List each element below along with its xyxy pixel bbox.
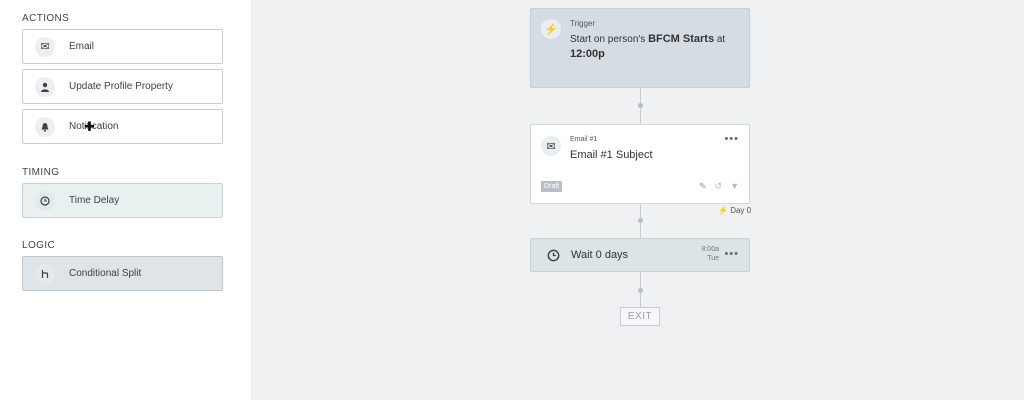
sidebar-item-email[interactable]: ✉ Email xyxy=(22,29,223,64)
sidebar-item-conditional-split[interactable]: Conditional Split xyxy=(22,256,223,291)
sidebar-item-update-profile-property[interactable]: Update Profile Property xyxy=(22,69,223,104)
sidebar-item-label: Conditional Split xyxy=(69,268,142,279)
person-icon xyxy=(35,76,55,97)
sidebar-item-label: Update Profile Property xyxy=(69,81,173,92)
sidebar: ACTIONS ✉ Email Update Profile Property … xyxy=(0,0,252,400)
trigger-label: Trigger xyxy=(570,19,596,28)
actions-section-title: ACTIONS xyxy=(22,13,70,24)
connector-dot[interactable] xyxy=(638,288,643,293)
move-cursor-icon: ✚ xyxy=(84,119,95,134)
smart-sending-icon[interactable]: ↺ xyxy=(714,181,723,191)
email-card-icons: ✎ ↺ ▼ xyxy=(699,181,739,192)
timing-section-title: TIMING xyxy=(22,167,60,178)
wait-text: Wait 0 days xyxy=(571,249,629,261)
trigger-event: BFCM Starts xyxy=(648,33,715,45)
sidebar-item-time-delay[interactable]: Time Delay xyxy=(22,183,223,218)
sidebar-item-notification[interactable]: Notification xyxy=(22,109,223,144)
logic-section-title: LOGIC xyxy=(22,240,56,251)
more-options-icon[interactable]: ••• xyxy=(724,248,739,260)
split-icon xyxy=(35,263,55,284)
sidebar-item-label: Email xyxy=(69,41,95,52)
bell-icon xyxy=(35,116,55,137)
clock-icon xyxy=(35,190,55,211)
edit-content-icon[interactable]: ✎ xyxy=(698,181,707,191)
envelope-icon: ✉ xyxy=(541,136,561,156)
trigger-time: 12:00p xyxy=(570,48,605,60)
sidebar-item-label: Notification xyxy=(69,121,119,132)
connector-dot[interactable] xyxy=(638,218,643,223)
day-label: ⚡ Day 0 xyxy=(718,206,752,215)
sidebar-item-label: Time Delay xyxy=(69,195,120,206)
clock-icon xyxy=(543,245,563,265)
trigger-text: Start on person's BFCM Starts at 12:00p xyxy=(570,33,726,60)
connector-dot[interactable] xyxy=(638,103,643,108)
email-subject: Email #1 Subject xyxy=(570,149,653,161)
filter-icon[interactable]: ▼ xyxy=(730,181,739,191)
more-options-icon[interactable]: ••• xyxy=(724,133,739,145)
trigger-node[interactable]: ⚡ Trigger Start on person's BFCM Starts … xyxy=(530,8,750,88)
email-label: Email #1 xyxy=(570,136,598,143)
envelope-icon: ✉ xyxy=(35,36,55,57)
status-badge: Draft xyxy=(541,181,563,192)
exit-node: EXIT xyxy=(620,307,660,326)
lightning-icon: ⚡ xyxy=(541,19,561,39)
email-node[interactable]: ✉ Email #1 Email #1 Subject ••• Draft ✎ … xyxy=(530,124,750,204)
